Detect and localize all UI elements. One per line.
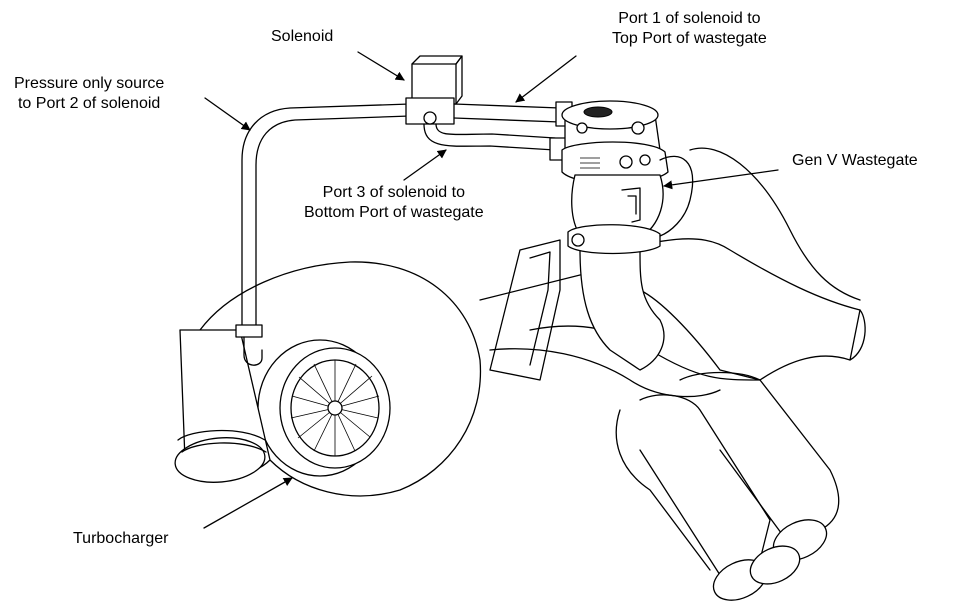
port3-label-line2: Bottom Port of wastegate [304, 204, 484, 221]
wastegate-label-text: Gen V Wastegate [792, 152, 918, 169]
port1-label-line2: Top Port of wastegate [612, 30, 767, 47]
pressure-label-line2: to Port 2 of solenoid [17, 95, 161, 112]
turbocharger [174, 261, 482, 497]
exhaust-tips [615, 371, 840, 601]
leader-arrows [203, 51, 779, 529]
pressure-arrow [204, 97, 251, 131]
port3-arrow [403, 149, 447, 181]
turbocharger-arrow [203, 477, 293, 529]
label-solenoid: Solenoid [271, 27, 333, 47]
port1-arrow [515, 55, 577, 103]
turbocharger-label-text: Turbocharger [73, 530, 169, 547]
pressure-label-line1: Pressure only source [14, 75, 165, 92]
port1-label-line1: Port 1 of solenoid to [618, 10, 761, 27]
port1-hose [453, 101, 573, 127]
port3-hose [423, 123, 567, 161]
label-port3: Port 3 of solenoid to Bottom Port of was… [304, 183, 484, 223]
port3-label-line1: Port 3 of solenoid to [322, 184, 465, 201]
label-wastegate: Gen V Wastegate [792, 151, 918, 171]
compressor-wheel [290, 360, 380, 456]
wastegate-outlet-pipe [489, 239, 665, 381]
solenoid [405, 55, 463, 125]
label-port1: Port 1 of solenoid to Top Port of wasteg… [612, 9, 767, 49]
label-turbocharger: Turbocharger [73, 529, 168, 549]
solenoid-arrow [357, 51, 405, 81]
wastegate-arrow [663, 169, 779, 190]
label-pressure-source: Pressure only source to Port 2 of soleno… [14, 74, 164, 114]
pressure-hose [235, 103, 411, 366]
solenoid-label-text: Solenoid [271, 28, 334, 45]
gen-v-wastegate [561, 100, 694, 255]
